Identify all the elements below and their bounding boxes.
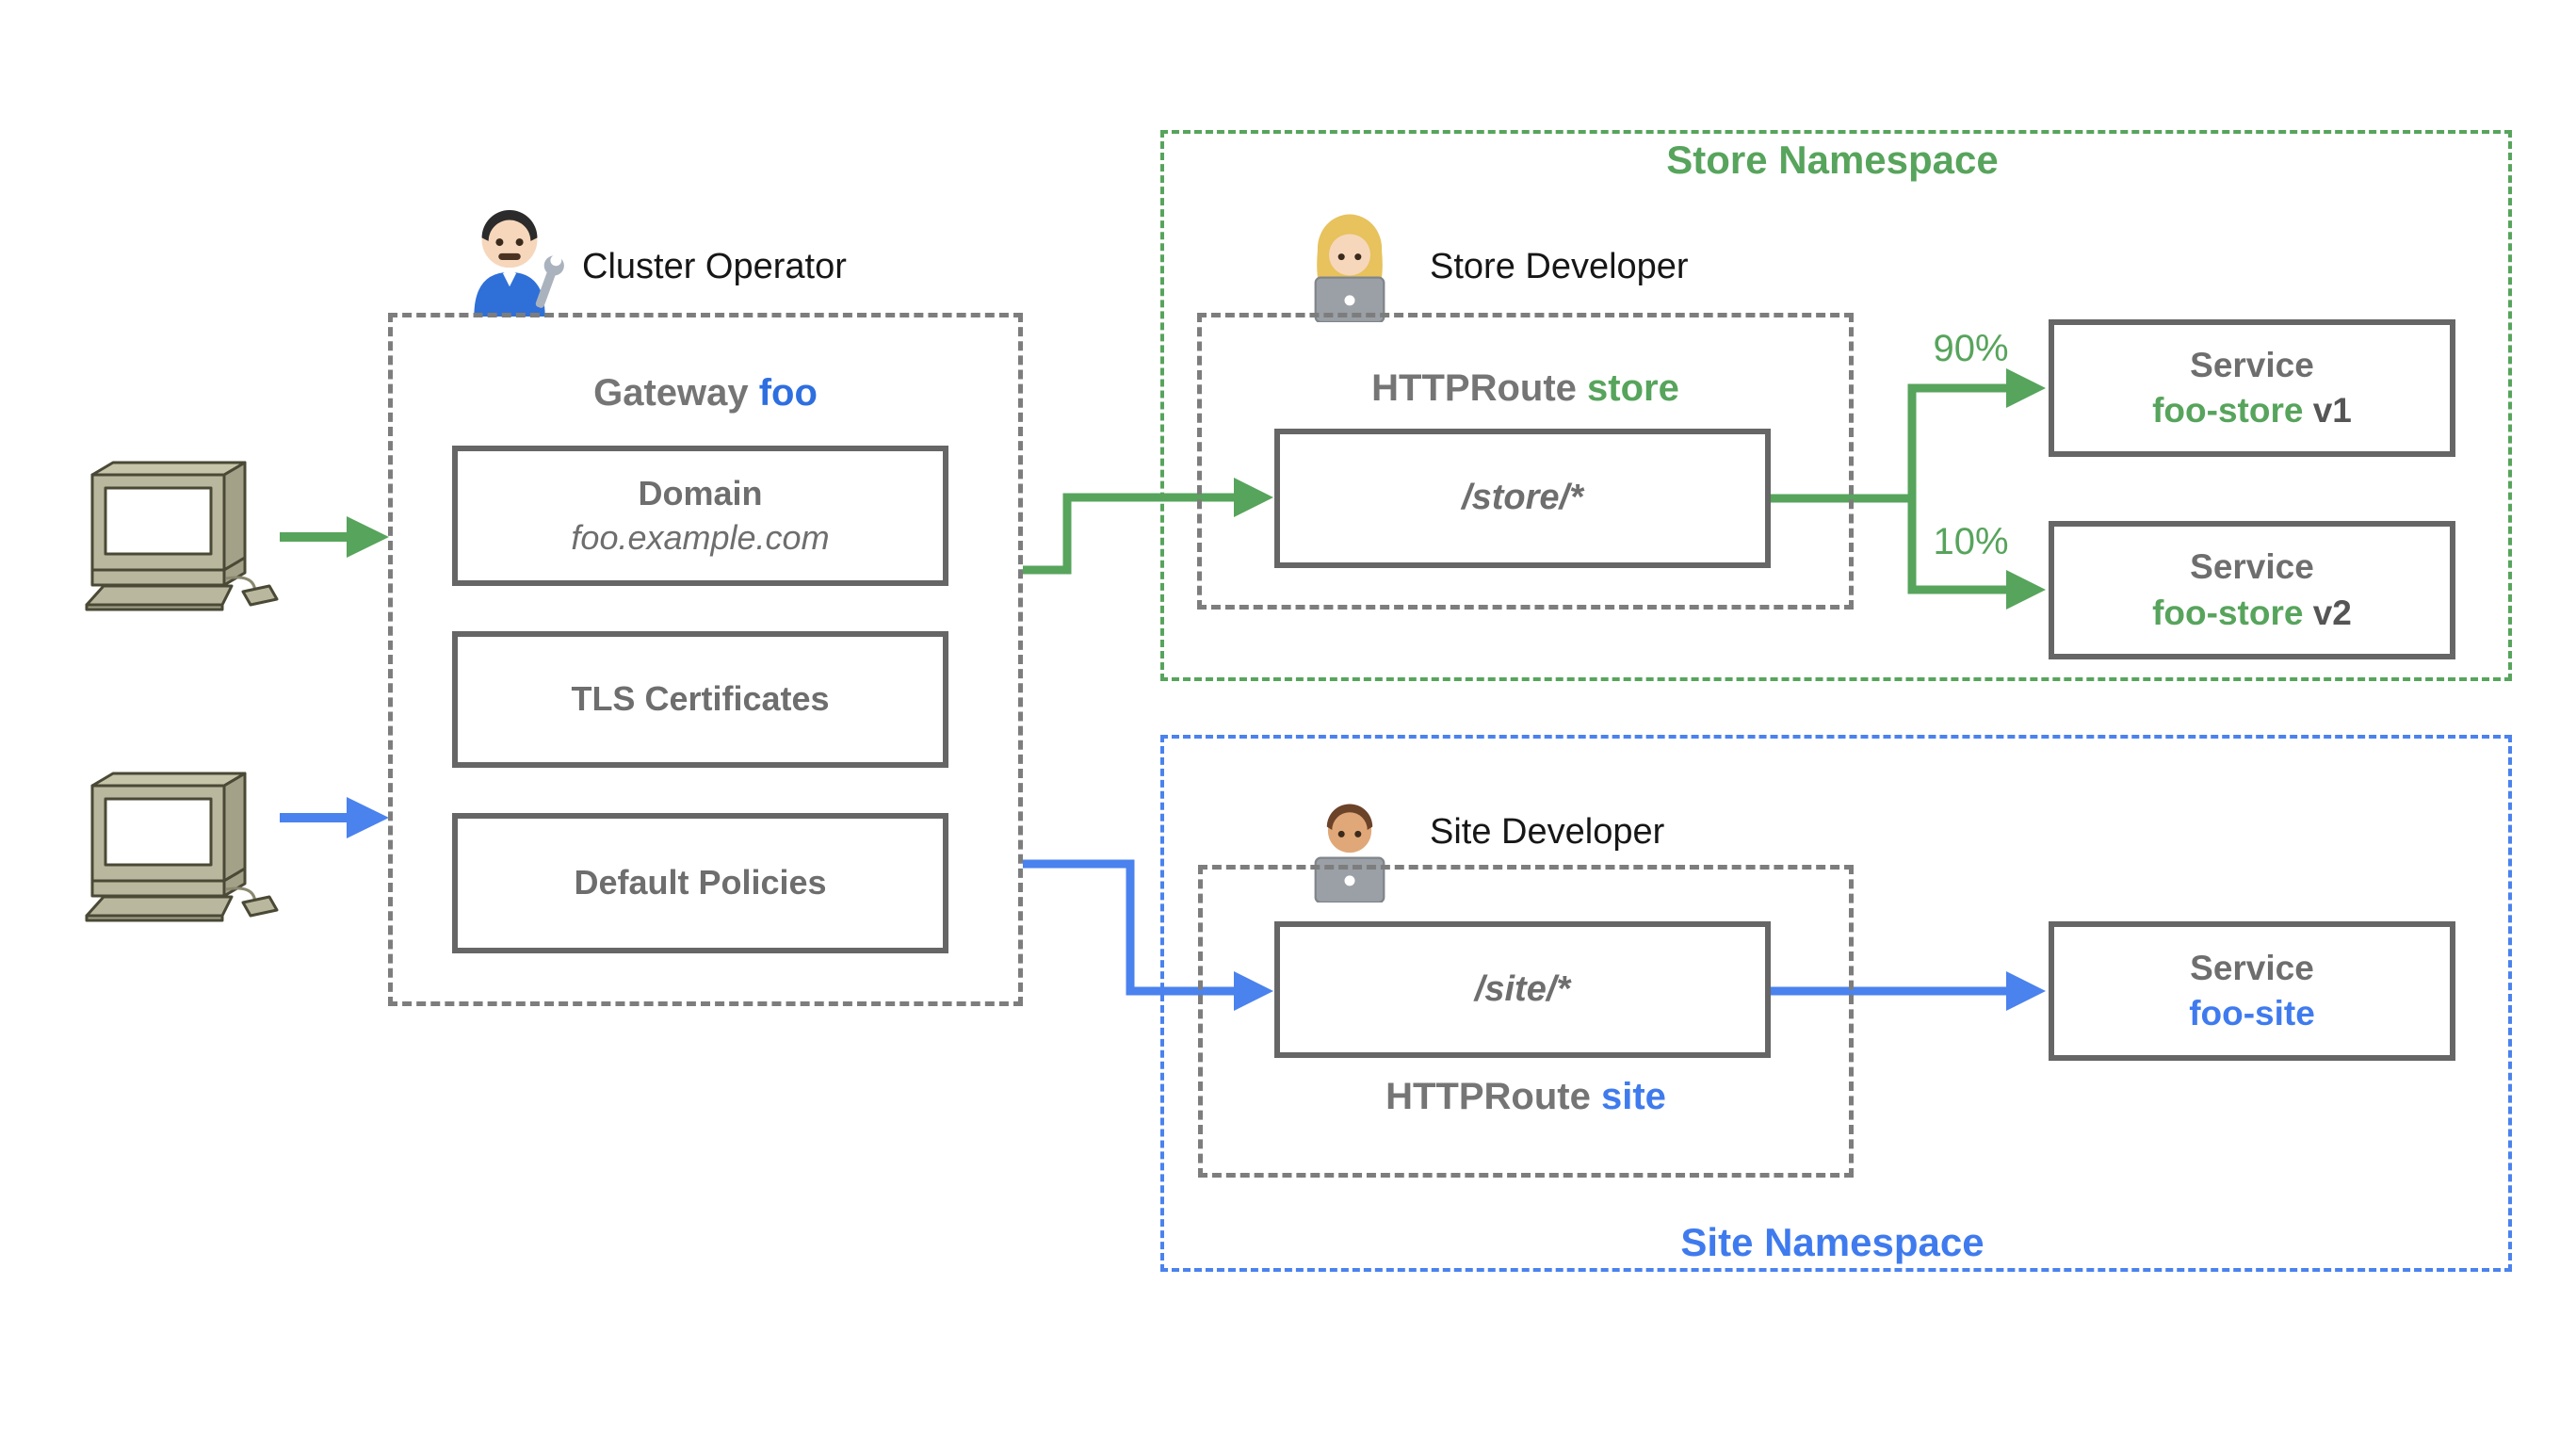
site-namespace-box <box>1160 735 2512 1272</box>
store-namespace-label: Store Namespace <box>1666 138 1999 182</box>
policies-box-label: Default Policies <box>574 863 827 903</box>
site-developer-label: Site Developer <box>1430 811 1665 852</box>
service-foo-store-v2-box: Service foo-store v2 <box>2049 521 2455 659</box>
service-v2-version: v2 <box>2303 593 2352 632</box>
service-foo-site-box: Service foo-site <box>2049 921 2455 1061</box>
site-namespace-label: Site Namespace <box>1680 1220 1985 1264</box>
httproute-site-prefix: HTTPRoute <box>1385 1075 1601 1117</box>
site-route-path-box: /site/* <box>1274 921 1771 1058</box>
client2-to-gateway-arrow <box>280 797 389 838</box>
store-developer-label: Store Developer <box>1430 246 1689 286</box>
man-mechanic-emoji <box>474 209 564 317</box>
service-site-name: foo-site <box>2189 994 2315 1033</box>
woman-technologist-emoji <box>1314 214 1385 322</box>
tls-box-label: TLS Certificates <box>571 679 830 719</box>
gateway-boundary-box <box>388 313 1023 1006</box>
domain-box-value: foo.example.com <box>571 517 830 557</box>
traffic-weight-90: 90% <box>1933 328 2009 369</box>
client1-to-gateway-arrow <box>280 516 389 558</box>
desktop-computer-icon <box>85 772 279 922</box>
gateway-tls-box: TLS Certificates <box>452 631 948 768</box>
service-v1-name: foo-store <box>2152 391 2304 430</box>
gateway-domain-box: Domain foo.example.com <box>452 446 948 586</box>
httproute-store-prefix: HTTPRoute <box>1371 366 1588 409</box>
store-route-path-box: /store/* <box>1274 429 1771 568</box>
service-foo-store-v1-box: Service foo-store v1 <box>2049 319 2455 457</box>
service-v1-version: v1 <box>2303 391 2352 430</box>
httproute-site-title: HTTPRoute site <box>1217 1074 1835 1119</box>
httproute-site-box <box>1198 865 1854 1178</box>
httproute-site-accent: site <box>1600 1075 1666 1117</box>
service-v2-name: foo-store <box>2152 593 2304 632</box>
service-site-title: Service <box>2190 948 2314 987</box>
gateway-title-accent: foo <box>758 371 818 414</box>
gateway-title-prefix: Gateway <box>593 371 759 414</box>
httproute-store-box <box>1197 313 1854 610</box>
desktop-computer-icon <box>85 461 279 611</box>
httproute-store-title: HTTPRoute store <box>1216 366 1835 411</box>
store-route-path: /store/* <box>1462 478 1583 518</box>
service-v2-title: Service <box>2190 547 2314 587</box>
store-namespace-box <box>1160 130 2512 681</box>
httproute-store-accent: store <box>1587 366 1679 409</box>
cluster-operator-label: Cluster Operator <box>582 246 847 286</box>
domain-box-title: Domain <box>638 473 763 512</box>
service-v1-title: Service <box>2190 345 2314 384</box>
gateway-policies-box: Default Policies <box>452 813 948 953</box>
site-route-path: /site/* <box>1474 968 1571 1009</box>
traffic-weight-10: 10% <box>1933 521 2009 562</box>
gateway-title: Gateway foo <box>407 369 1004 416</box>
